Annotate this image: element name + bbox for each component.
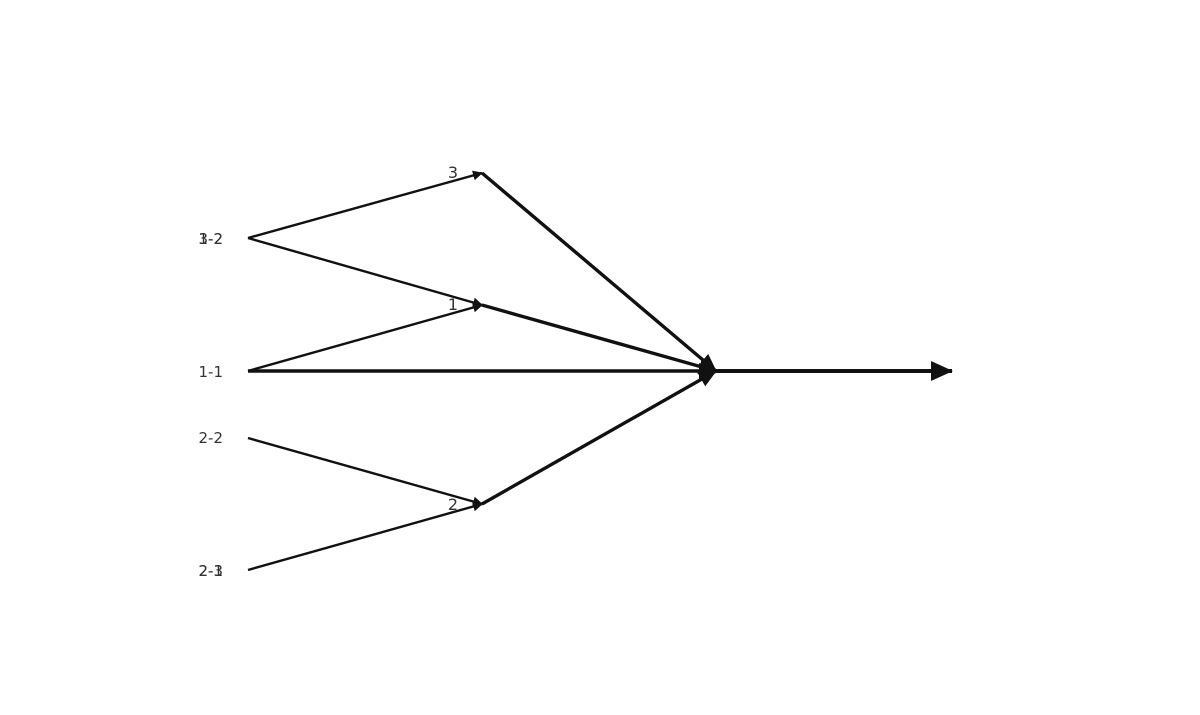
cause-label-2: 2 <box>448 495 458 514</box>
bone-subcause-2-2 <box>247 436 483 507</box>
subcause-label-3-2: 3-2 <box>199 230 224 248</box>
bone-subcause-1-1 <box>247 302 483 373</box>
subcause-label-2-3: 2-3 <box>199 562 224 580</box>
subcause-label-1-1: 1-1 <box>199 363 224 381</box>
cause-label-1: 1 <box>448 295 458 314</box>
cause-label-3: 3 <box>448 163 458 182</box>
subcause-label-2-1: 2-1 <box>199 562 224 580</box>
bone-cause-3 <box>480 171 718 373</box>
bone-subcause-1-2 <box>247 236 483 308</box>
bone-cause-1 <box>481 303 717 375</box>
bone-subcause-3-2 <box>247 170 483 240</box>
subcause-label-1-2: 1-2 <box>199 230 224 248</box>
bone-cause-2 <box>481 369 717 506</box>
bone-subcause-2-3 <box>247 501 483 572</box>
subcause-label-2-2: 2-2 <box>199 429 224 447</box>
